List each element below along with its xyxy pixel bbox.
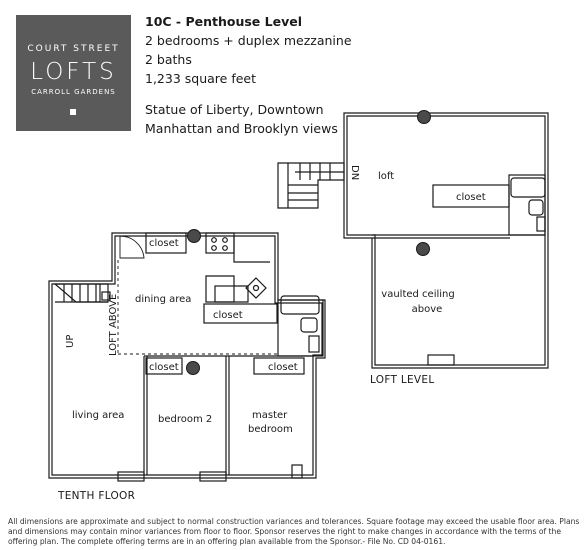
kitchen-closet-outline — [145, 232, 187, 254]
logo-line-3: CARROLL GARDENS — [31, 88, 116, 96]
kitchen-counter — [233, 236, 270, 263]
logo-line-1: COURT STREET — [27, 44, 120, 54]
tenth-floor-outer-wall — [48, 232, 326, 479]
label-loft-closet: closet — [456, 192, 486, 203]
views-line-2: Manhattan and Brooklyn views — [145, 121, 338, 136]
logo-line-2: LOFTS — [30, 59, 117, 85]
loft-outer-wall — [343, 112, 549, 369]
tenth-window-1 — [117, 471, 145, 482]
label-kitchen-closet: closet — [149, 238, 179, 249]
label-master-1: master — [252, 410, 288, 421]
master-closet-outline — [253, 357, 305, 375]
label-loft: loft — [378, 171, 394, 182]
column-loft-top — [417, 110, 431, 124]
label-vaulted-1: vaulted ceiling — [381, 289, 454, 300]
loft-stair — [277, 162, 345, 209]
tenth-window-2 — [199, 471, 227, 482]
label-loft-level: LOFT LEVEL — [370, 374, 435, 386]
label-living: living area — [72, 410, 124, 421]
entry-door-arc — [119, 235, 145, 259]
unit-bedrooms: 2 bedrooms + duplex mezzanine — [145, 33, 352, 48]
tenth-window-3 — [291, 464, 303, 479]
label-bedroom2: bedroom 2 — [158, 414, 212, 425]
label-master-2: bedroom — [248, 424, 293, 435]
kitchen-sink — [245, 277, 267, 299]
unit-baths: 2 baths — [145, 52, 192, 67]
label-dn: DN — [349, 165, 360, 180]
unit-views: Statue of Liberty, Downtown Manhattan an… — [145, 100, 338, 138]
loft-bathroom — [508, 174, 546, 236]
logo-dot — [70, 109, 76, 115]
loft-window — [427, 354, 455, 366]
unit-info: 10C - Penthouse Level 2 bedrooms + duple… — [145, 12, 352, 88]
hall-closet-outline — [203, 303, 278, 324]
label-hall-closet: closet — [213, 310, 243, 321]
label-master-closet: closet — [268, 362, 298, 373]
unit-title: 10C - Penthouse Level — [145, 14, 302, 29]
bedroom2-closet-outline — [145, 357, 183, 375]
label-up: UP — [65, 335, 76, 348]
column-loft-middle — [416, 242, 430, 256]
disclaimer: All dimensions are approximate and subje… — [8, 517, 580, 546]
label-loft-above: LOFT ABOVE — [108, 294, 119, 356]
label-dining: dining area — [135, 294, 191, 305]
views-line-1: Statue of Liberty, Downtown — [145, 102, 324, 117]
unit-size: 1,233 square feet — [145, 71, 256, 86]
label-tenth-floor: TENTH FLOOR — [58, 490, 136, 502]
column-kitchen — [187, 229, 201, 243]
label-vaulted-2: above — [412, 304, 443, 315]
label-bedroom2-closet: closet — [149, 362, 179, 373]
court-street-lofts-logo: COURT STREET LOFTS CARROLL GARDENS — [16, 15, 131, 131]
column-bedroom2 — [186, 361, 200, 375]
